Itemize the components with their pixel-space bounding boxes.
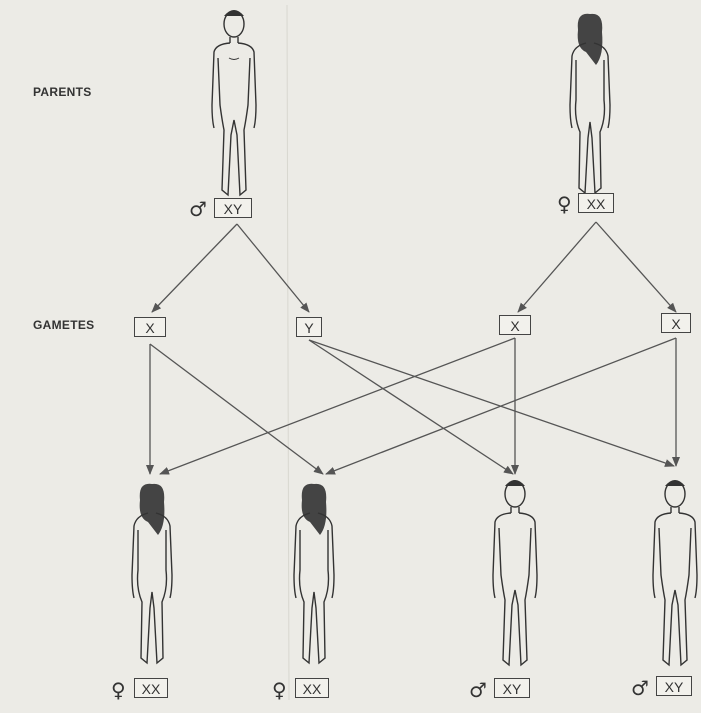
female-symbol-icon: ♀ bbox=[111, 678, 126, 702]
male-symbol-icon: ♂ bbox=[469, 678, 487, 702]
offspring-3-genotype: XY bbox=[494, 678, 530, 698]
father-figure bbox=[211, 10, 257, 197]
offspring-figure-1 bbox=[131, 483, 173, 665]
female-symbol-icon: ♀ bbox=[272, 678, 287, 702]
female-symbol-icon: ♀ bbox=[557, 192, 572, 216]
father-gamete-y: Y bbox=[296, 317, 322, 337]
offspring-1-genotype: XX bbox=[134, 678, 168, 698]
offspring-figure-3 bbox=[492, 480, 538, 667]
gametes-label: GAMETES bbox=[33, 318, 95, 332]
parents-label: PARENTS bbox=[33, 85, 92, 99]
mother-gamete-x-1: X bbox=[499, 315, 531, 335]
mother-gamete-x-2: X bbox=[661, 313, 691, 333]
male-symbol-icon: ♂ bbox=[189, 197, 207, 221]
mother-genotype: XX bbox=[578, 193, 614, 213]
mother-figure bbox=[569, 13, 611, 195]
gamete-to-offspring-arrows bbox=[146, 337, 680, 475]
offspring-4-genotype: XY bbox=[656, 676, 692, 696]
father-genotype: XY bbox=[214, 198, 252, 218]
offspring-figure-4 bbox=[652, 480, 698, 667]
father-gamete-x: X bbox=[134, 317, 166, 337]
offspring-2-genotype: XX bbox=[295, 678, 329, 698]
offspring-figure-2 bbox=[293, 483, 335, 665]
parent-to-gamete-arrows bbox=[151, 221, 677, 313]
male-symbol-icon: ♂ bbox=[631, 676, 649, 700]
